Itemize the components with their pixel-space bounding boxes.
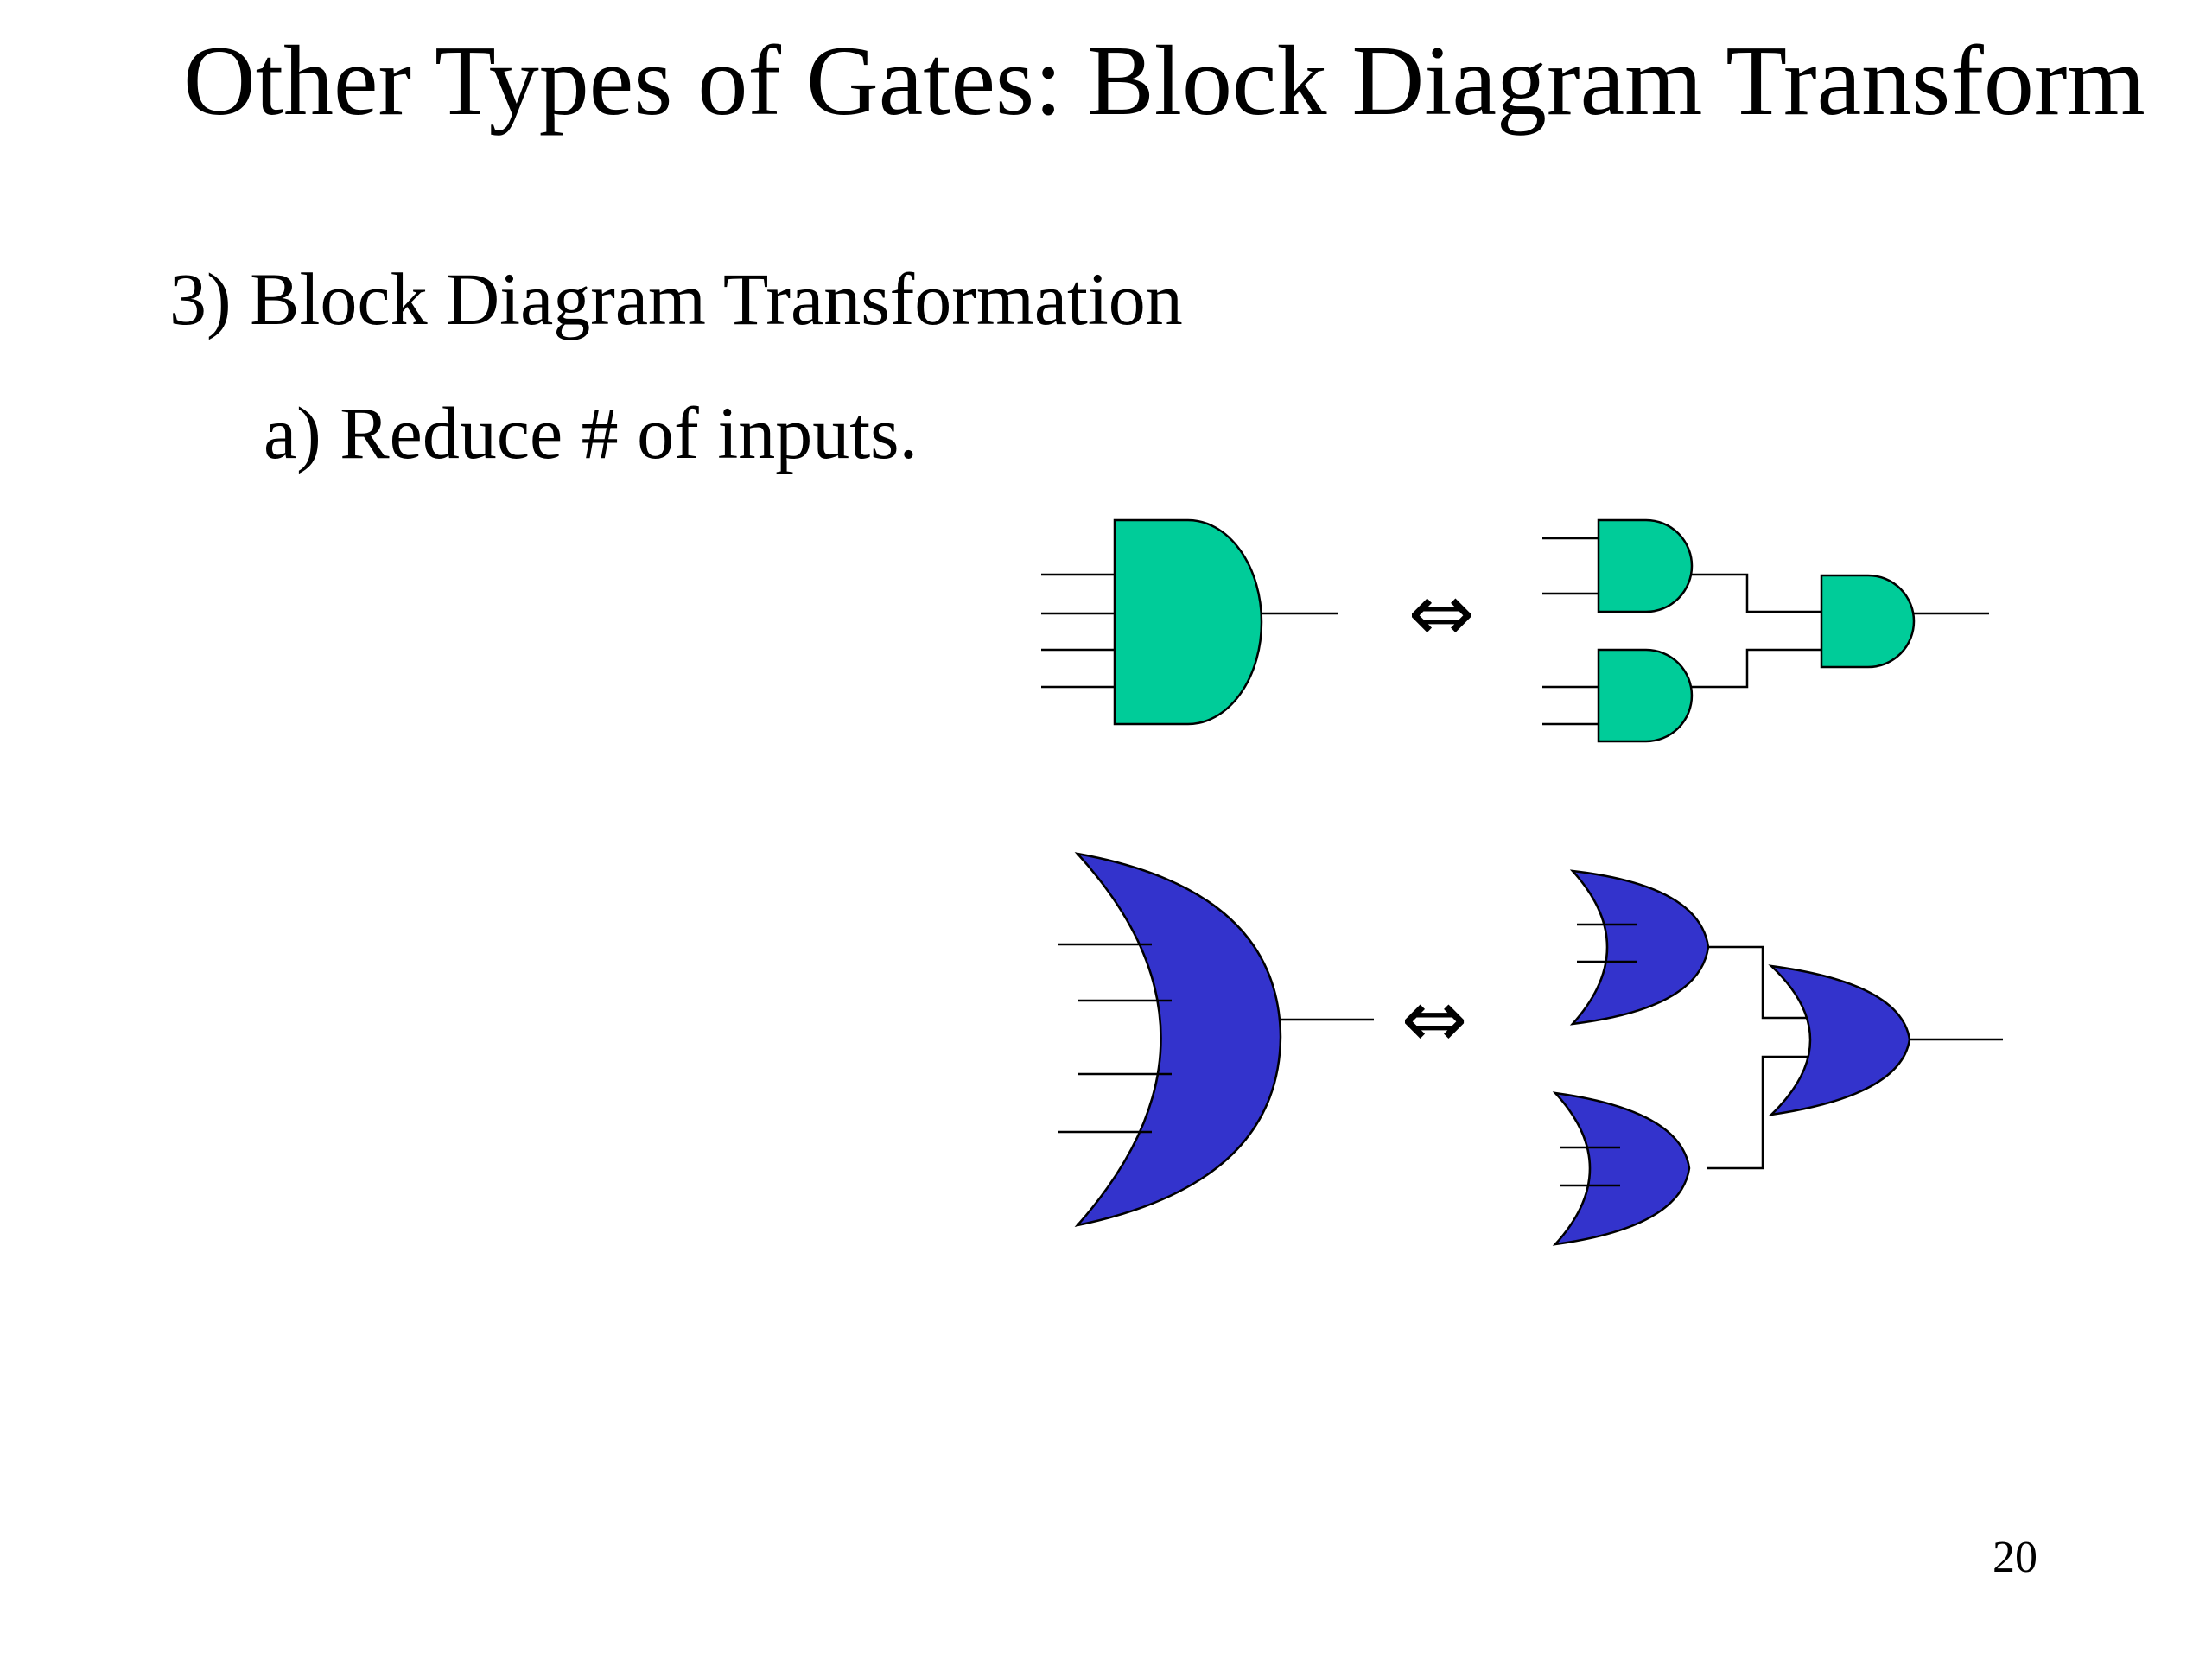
or-gate-small-1 — [1569, 869, 1710, 1026]
and-gate-small-3 — [1820, 574, 1916, 669]
or-cascade-wire-2 — [1707, 1055, 1836, 1170]
and-single-gate-group — [1041, 518, 1338, 726]
equivalence-arrow-and: ⇔ — [1408, 567, 1475, 659]
and-cascade-wire-2 — [1692, 648, 1821, 689]
or-gate-small-2 — [1552, 1091, 1691, 1246]
or-gate-small-3 — [1768, 964, 1911, 1116]
or-single-gate-group — [1058, 852, 1374, 1227]
or-cascade-group — [1552, 869, 2003, 1246]
page-number: 20 — [1993, 1533, 2037, 1582]
and-gate-small-1 — [1597, 518, 1694, 613]
or-gate-large — [1074, 852, 1282, 1227]
slide-title: Other Types of Gates: Block Diagram Tran… — [183, 26, 2145, 137]
and-gate-small-2 — [1597, 648, 1694, 743]
and-cascade-group — [1542, 518, 1989, 743]
subsection-heading: a) Reduce # of inputs. — [264, 391, 918, 474]
or-cascade-wire-1 — [1708, 945, 1836, 1020]
equivalence-arrow-or: ⇔ — [1401, 973, 1468, 1065]
and-cascade-wire-1 — [1692, 573, 1821, 613]
section-heading: 3) Block Diagram Transformation — [169, 257, 1183, 340]
and-gate-large — [1113, 518, 1263, 726]
